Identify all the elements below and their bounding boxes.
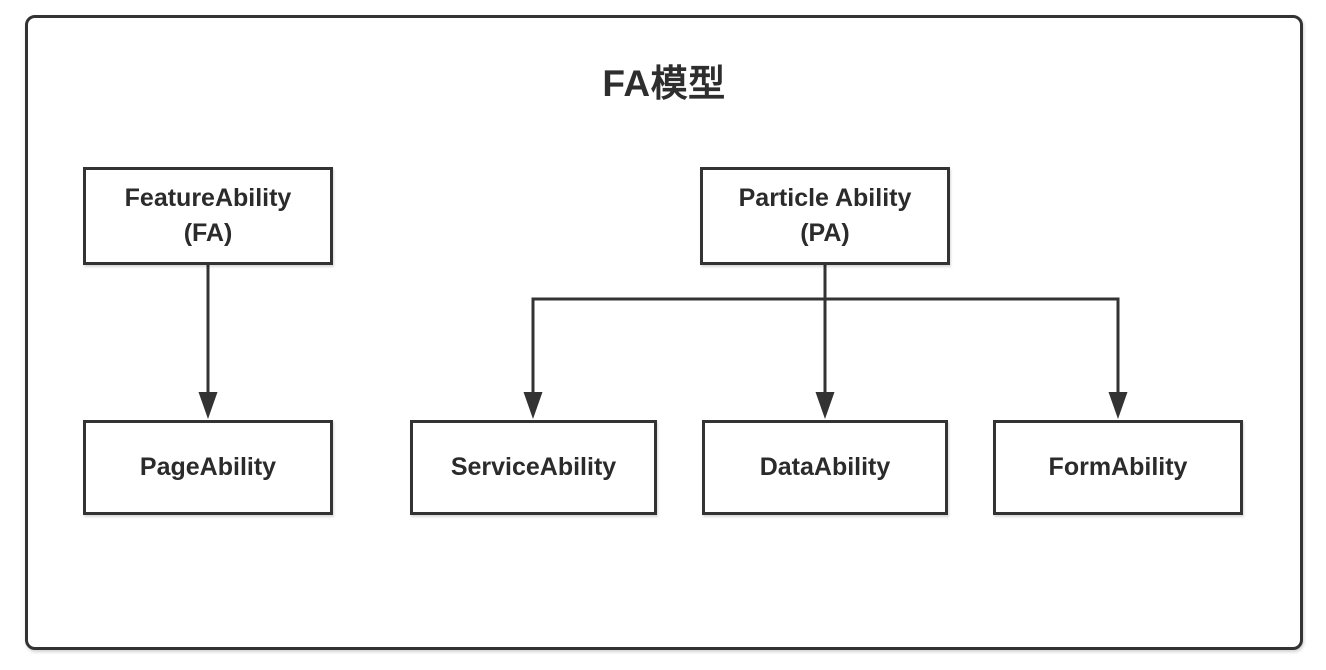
node-page-ability: PageAbility	[83, 420, 333, 515]
node-particle-ability: Particle Ability (PA)	[700, 167, 950, 265]
node-sublabel: (PA)	[800, 219, 850, 247]
node-data-ability: DataAbility	[702, 420, 948, 515]
node-label: Particle Ability	[738, 184, 912, 212]
node-form-ability: FormAbility	[993, 420, 1243, 515]
node-label: DataAbility	[759, 453, 891, 481]
outer-frame	[25, 15, 1303, 650]
node-label: PageAbility	[139, 453, 277, 481]
node-service-ability: ServiceAbility	[410, 420, 657, 515]
node-label: FormAbility	[1048, 453, 1188, 481]
diagram-title: FA模型	[602, 63, 726, 104]
node-feature-ability: FeatureAbility (FA)	[83, 167, 333, 265]
node-label: ServiceAbility	[450, 453, 617, 481]
node-sublabel: (FA)	[183, 219, 233, 247]
node-label: FeatureAbility	[124, 184, 292, 212]
